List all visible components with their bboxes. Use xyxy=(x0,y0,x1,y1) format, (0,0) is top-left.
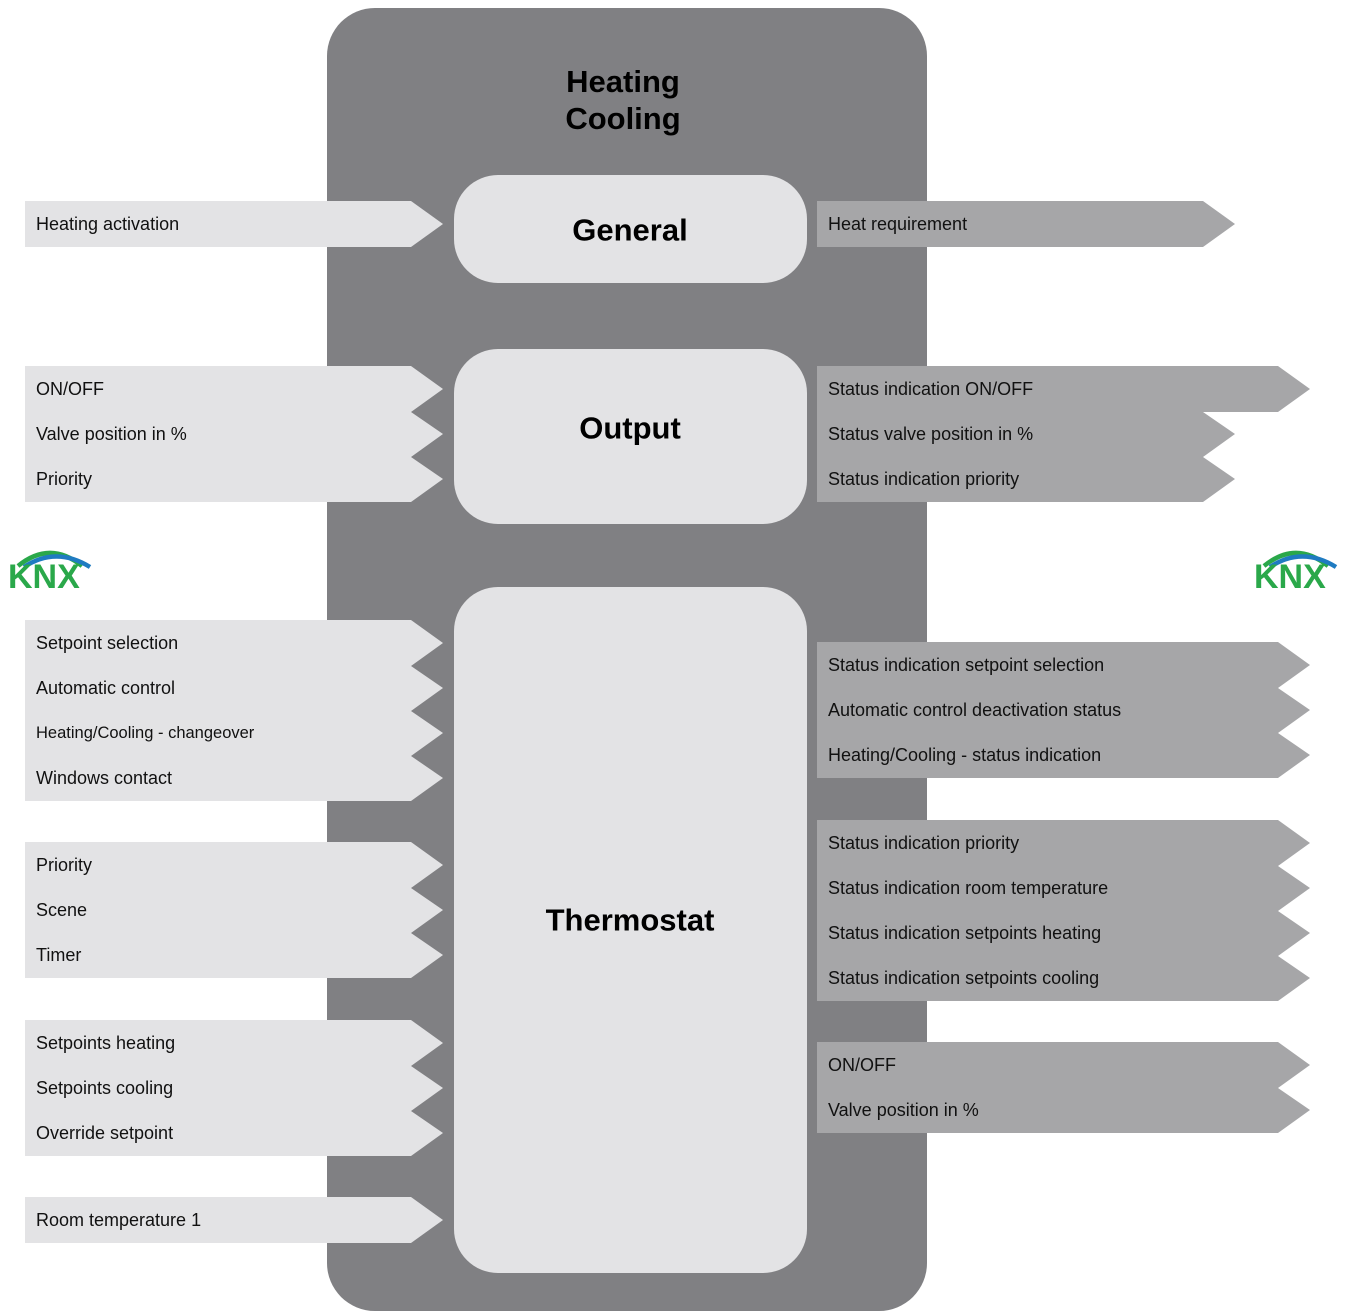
input-group: ON/OFF Valve position in % Priority xyxy=(25,366,443,502)
knx-arc-blue xyxy=(1268,554,1338,569)
io-arrows: Heating activation Heat requirementON/OFF… xyxy=(25,201,1310,1243)
input-group: Heating activation xyxy=(25,201,443,247)
input-label: ON/OFF xyxy=(36,379,104,399)
input-label: Windows contact xyxy=(36,768,172,788)
input-arrow-shape xyxy=(25,620,443,801)
output-label: Status indication ON/OFF xyxy=(828,379,1033,399)
input-label: Timer xyxy=(36,945,81,965)
output-label: Heating/Cooling - status indication xyxy=(828,745,1101,765)
input-label: Valve position in % xyxy=(36,424,187,444)
output-block-title: Output xyxy=(579,411,681,446)
knx-logo-left: KNX xyxy=(8,550,92,596)
input-label: Override setpoint xyxy=(36,1123,173,1143)
output-group: Heat requirement xyxy=(817,201,1235,247)
input-label: Priority xyxy=(36,855,92,875)
output-label: Automatic control deactivation status xyxy=(828,700,1121,720)
container-title-line-2: Cooling xyxy=(565,101,680,136)
output-label: Status indication setpoints heating xyxy=(828,923,1101,943)
thermostat-block xyxy=(454,587,807,1273)
output-arrow-shape xyxy=(817,642,1310,778)
input-label: Automatic control xyxy=(36,678,175,698)
output-label: Status indication setpoint selection xyxy=(828,655,1104,675)
input-label: Heating/Cooling - changeover xyxy=(36,724,255,742)
output-arrow-shape xyxy=(817,201,1235,247)
output-label: Heat requirement xyxy=(828,214,967,234)
output-label: Status valve position in % xyxy=(828,424,1033,444)
knx-logo-text: KNX xyxy=(1254,558,1326,596)
output-label: Status indication room temperature xyxy=(828,878,1108,898)
output-label: Status indication priority xyxy=(828,469,1019,489)
general-block-title: General xyxy=(572,213,687,248)
input-arrow-shape xyxy=(25,842,443,978)
container-title-line-1: Heating xyxy=(566,64,680,99)
input-label: Setpoint selection xyxy=(36,633,178,653)
general-block xyxy=(454,175,807,283)
output-arrow-shape xyxy=(817,820,1310,1001)
knx-logo-right: KNX xyxy=(1254,550,1338,596)
input-label: Scene xyxy=(36,900,87,920)
input-label: Priority xyxy=(36,469,92,489)
input-arrow-shape xyxy=(25,201,443,247)
input-label: Heating activation xyxy=(36,214,179,234)
input-label: Room temperature 1 xyxy=(36,1210,201,1230)
knx-arc-blue xyxy=(22,554,92,569)
output-group: Status indication ON/OFF Status valve pos… xyxy=(817,366,1310,502)
input-arrow-shape xyxy=(25,1197,443,1243)
output-label: Status indication priority xyxy=(828,833,1019,853)
output-group: Status indication setpoint selectionAuto… xyxy=(817,642,1310,778)
knx-logo-text: KNX xyxy=(8,558,80,596)
input-group: Room temperature 1 xyxy=(25,1197,443,1243)
output-label: ON/OFF xyxy=(828,1055,896,1075)
output-arrow-shape xyxy=(817,1042,1310,1133)
output-block xyxy=(454,349,807,524)
output-group: ON/OFF Valve position in % xyxy=(817,1042,1310,1133)
output-label: Valve position in % xyxy=(828,1100,979,1120)
input-arrow-shape xyxy=(25,1020,443,1156)
input-arrow-shape xyxy=(25,366,443,502)
output-arrow-shape xyxy=(817,366,1310,502)
thermostat-block-title: Thermostat xyxy=(546,903,715,938)
input-label: Setpoints cooling xyxy=(36,1078,173,1098)
input-label: Setpoints heating xyxy=(36,1033,175,1053)
output-label: Status indication setpoints cooling xyxy=(828,968,1099,988)
